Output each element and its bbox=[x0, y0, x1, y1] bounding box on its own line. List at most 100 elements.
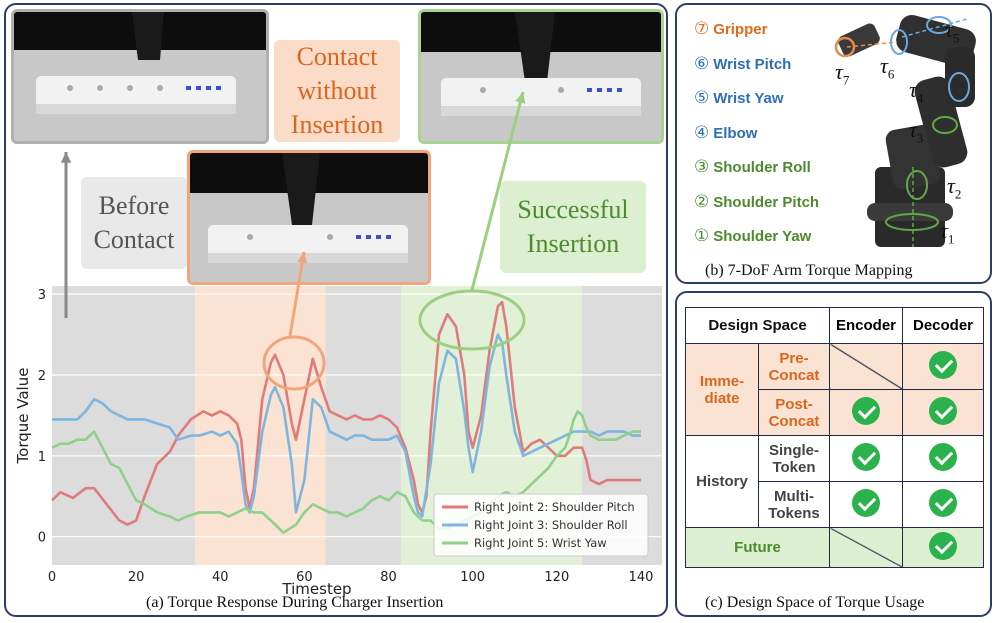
cell-multi-tokens: Multi- Tokens bbox=[758, 481, 830, 528]
photo-contact-without-insertion bbox=[187, 150, 431, 285]
caption-a: (a) Torque Response During Charger Inser… bbox=[146, 594, 444, 611]
tau-6-label: τ6 bbox=[880, 53, 895, 82]
x-axis-label: Timestep bbox=[281, 580, 351, 598]
phase-band bbox=[325, 286, 402, 565]
check-icon bbox=[929, 350, 957, 379]
joint-name: Gripper bbox=[713, 21, 768, 38]
table-header-row: Design Space Encoder Decoder bbox=[685, 307, 984, 344]
check-icon bbox=[929, 531, 957, 560]
legend-label: Right Joint 3: Shoulder Roll bbox=[474, 518, 628, 532]
y-tick-label: 0 bbox=[38, 531, 46, 546]
x-tick-label: 140 bbox=[629, 570, 654, 585]
tau-7-label: τ7 bbox=[835, 59, 850, 88]
table-row-single-token: History Single- Token bbox=[685, 435, 984, 528]
label-contact-without-insertion: Contact without Insertion bbox=[274, 40, 400, 142]
table-row-multi-tokens: Multi- Tokens bbox=[686, 481, 984, 528]
label-success-text: Successful Insertion bbox=[517, 195, 629, 258]
series-line bbox=[51, 410, 641, 534]
design-space-table: Design Space Encoder Decoder Imme- diate… bbox=[685, 307, 984, 568]
label-before-contact: Before Contact bbox=[81, 177, 187, 269]
check-icon bbox=[929, 488, 957, 517]
joint-name: Shoulder Yaw bbox=[713, 228, 812, 245]
table-row-pre-concat: Imme- diate Pre- Concat bbox=[685, 343, 984, 436]
joint-name: Wrist Yaw bbox=[713, 90, 784, 107]
cell-future-encoder bbox=[829, 527, 903, 568]
cell-post-concat-decoder bbox=[902, 389, 984, 436]
joint-number: ⑥ bbox=[694, 53, 710, 73]
arrow-success-head bbox=[515, 92, 526, 104]
cell-immediate: Imme- diate bbox=[685, 343, 759, 436]
joint-number: ③ bbox=[694, 157, 710, 176]
cell-multi-tokens-decoder bbox=[902, 481, 984, 528]
tau-2-label: τ2 bbox=[947, 173, 962, 202]
series-line bbox=[52, 333, 641, 518]
header-decoder: Decoder bbox=[902, 307, 984, 344]
tau-4-label: τ4 bbox=[909, 77, 924, 106]
tau-5-label: τ5 bbox=[945, 17, 960, 46]
x-tick-label: 100 bbox=[460, 570, 485, 585]
x-tick-label: 60 bbox=[296, 570, 313, 585]
joint-name: Elbow bbox=[713, 124, 758, 142]
y-tick-label: 1 bbox=[38, 450, 46, 465]
legend-label: Right Joint 5: Wrist Yaw bbox=[474, 536, 607, 550]
cell-single-token-decoder bbox=[902, 435, 984, 482]
header-design-space: Design Space bbox=[685, 307, 830, 344]
photo-before-contact bbox=[11, 9, 269, 144]
label-contact-text: Contact without Insertion bbox=[290, 42, 384, 139]
cell-history: History bbox=[685, 435, 759, 528]
label-successful-insertion: Successful Insertion bbox=[500, 181, 646, 273]
joint-name: Shoulder Roll bbox=[713, 159, 811, 176]
legend-label: Right Joint 2: Shoulder Pitch bbox=[474, 500, 635, 514]
caption-c: (c) Design Space of Torque Usage bbox=[705, 594, 925, 611]
tau-1-label: τ1 bbox=[940, 218, 955, 247]
joint-number: ④ bbox=[694, 122, 710, 142]
success-highlight-ellipse bbox=[418, 289, 526, 351]
check-icon bbox=[852, 396, 880, 425]
cell-post-concat: Post- Concat bbox=[758, 389, 830, 436]
x-tick-label: 80 bbox=[380, 570, 397, 585]
caption-b: (b) 7-DoF Arm Torque Mapping bbox=[705, 262, 913, 279]
joint-name: Wrist Pitch bbox=[713, 55, 792, 73]
table-row-future: Future bbox=[685, 527, 984, 568]
y-axis-label: Torque Value bbox=[14, 368, 32, 465]
y-tick-label: 3 bbox=[38, 288, 46, 303]
legend-box bbox=[433, 493, 649, 557]
check-icon bbox=[929, 396, 957, 425]
joint-name: Shoulder Pitch bbox=[713, 193, 820, 211]
x-tick-label: 0 bbox=[48, 570, 56, 585]
check-icon bbox=[852, 442, 880, 471]
cell-future-decoder bbox=[902, 527, 984, 568]
cell-pre-concat-encoder bbox=[829, 343, 903, 390]
cell-post-concat-encoder bbox=[829, 389, 903, 436]
cell-single-token: Single- Token bbox=[758, 435, 830, 482]
x-tick-label: 40 bbox=[212, 570, 229, 585]
arrow-success bbox=[470, 91, 525, 291]
joint-number: ② bbox=[694, 191, 710, 211]
header-encoder: Encoder bbox=[829, 307, 903, 344]
panel-design-space: Design Space Encoder Decoder Imme- diate… bbox=[675, 291, 992, 617]
arrow-contact-head bbox=[297, 252, 308, 264]
joint-number: ⑤ bbox=[694, 88, 710, 107]
arrow-before-head bbox=[60, 152, 72, 163]
joint-number: ⑦ bbox=[694, 19, 710, 38]
panel-torque-response: Before Contact Contact without Insertion… bbox=[4, 3, 668, 617]
cell-pre-concat-decoder bbox=[902, 343, 984, 390]
photo-successful-insertion bbox=[418, 9, 664, 144]
x-tick-label: 20 bbox=[128, 570, 145, 585]
tau-3-label: τ3 bbox=[909, 117, 924, 146]
label-before-contact-text: Before Contact bbox=[93, 191, 175, 254]
cell-multi-tokens-encoder bbox=[829, 481, 903, 528]
cell-future: Future bbox=[685, 527, 830, 568]
cell-single-token-encoder bbox=[829, 435, 903, 482]
arrow-contact bbox=[288, 251, 306, 337]
robot-arm-illustration bbox=[834, 14, 976, 247]
